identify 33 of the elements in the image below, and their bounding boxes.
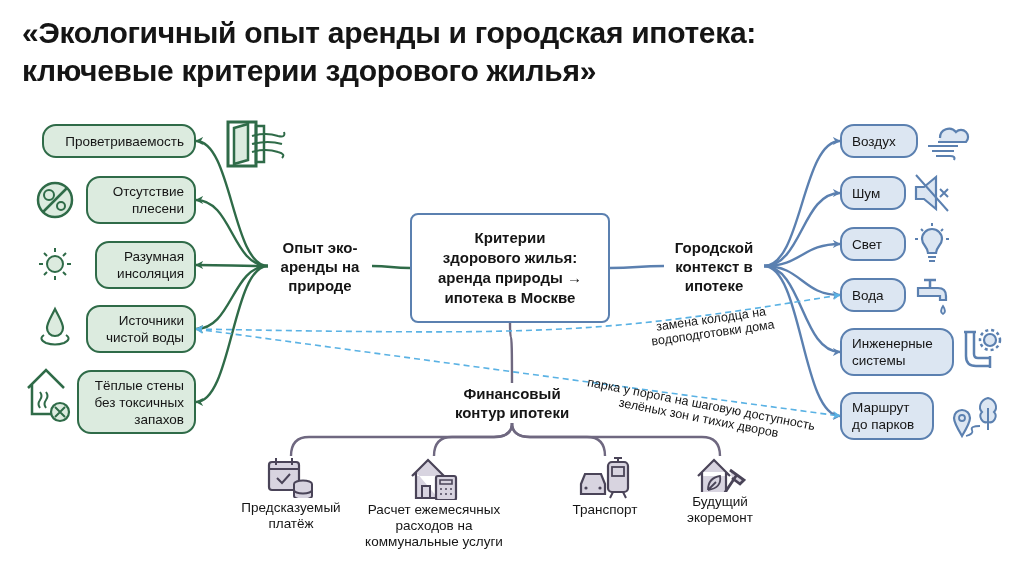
arrow bbox=[763, 264, 841, 355]
criterion-box: Воздух bbox=[840, 124, 918, 158]
branch-label: Городской контекст в ипотеке bbox=[664, 237, 764, 295]
criterion-box: Тёплые стены без токсичных запахов bbox=[77, 370, 196, 434]
arrow bbox=[195, 264, 269, 404]
arrow bbox=[195, 326, 841, 419]
arrow bbox=[763, 139, 841, 268]
item-label: Будущий экоремонт bbox=[686, 494, 754, 526]
arrow bbox=[763, 264, 841, 418]
connector-line bbox=[508, 323, 514, 383]
item-label: Предсказуемый платёж bbox=[240, 500, 342, 532]
criterion-box: Свет bbox=[840, 227, 906, 261]
criterion-box: Проветриваемость bbox=[42, 124, 196, 158]
connector-line bbox=[372, 264, 410, 270]
edge-label: парка у порога на шаговую доступность зелёных зон и тихих дворов bbox=[585, 374, 818, 443]
criterion-box: Отсутствие плесени bbox=[86, 176, 196, 224]
criterion-box: Источники чистой воды bbox=[86, 305, 196, 353]
criterion-box: Инженерные системы bbox=[840, 328, 954, 376]
criterion-box: Вода bbox=[840, 278, 906, 312]
title: «Экологичный опыт аренды и городская ипотека: ключевые критерии здорового жилья» bbox=[22, 15, 758, 89]
criterion-box: Разумная инсоляция bbox=[95, 241, 196, 289]
connector-line bbox=[510, 422, 722, 457]
edge-label: замена колодца на водоподготовки дома bbox=[649, 303, 777, 351]
criterion-box: Шум bbox=[840, 176, 906, 210]
arrow bbox=[195, 292, 841, 334]
central-box: Критерии здорового жилья: аренда природы → ипотека в Москве bbox=[410, 213, 610, 323]
criterion-box: Маршрут до парков bbox=[840, 392, 934, 440]
connector-line bbox=[610, 264, 664, 270]
item-label: Расчет ежемесячных расходов на коммунальные услуги bbox=[364, 502, 504, 550]
arrow bbox=[195, 139, 269, 268]
branch-label: Опыт эко-аренды на природе bbox=[268, 237, 372, 295]
item-label: Транспорт bbox=[572, 502, 638, 518]
branch-label: Финансовый контур ипотеки bbox=[442, 383, 582, 423]
